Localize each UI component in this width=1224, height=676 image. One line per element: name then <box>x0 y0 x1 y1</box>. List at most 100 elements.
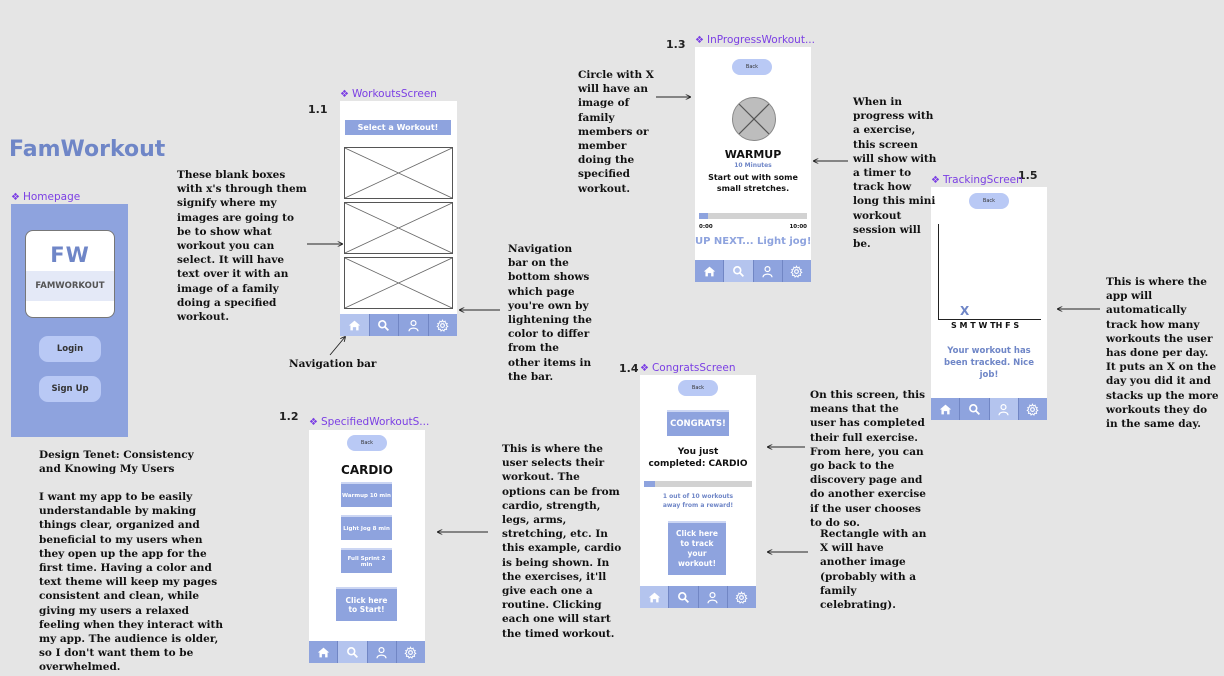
login-button[interactable]: Login <box>39 336 101 362</box>
nav-home[interactable] <box>931 398 961 420</box>
note-congrats: On this screen, this means that the user… <box>810 389 926 529</box>
congrats-banner: CONGRATS! <box>667 410 729 436</box>
reward-text: 1 out of 10 workouts away from a reward! <box>662 493 734 509</box>
tracked-message: Your workout has been tracked. Nice job! <box>944 346 1034 380</box>
workout-image-placeholder-1[interactable] <box>344 147 453 199</box>
frame-label-workouts: ❖WorkoutsScreen <box>340 88 437 100</box>
nav-bar <box>640 586 756 608</box>
timer-progress-bar <box>699 213 807 219</box>
design-tenet-body: I want my app to be easily understandabl… <box>39 491 223 674</box>
workout-instruction: Start out with some small stretches. <box>708 173 798 193</box>
frame-number-workouts: 1.1 <box>308 103 328 116</box>
gear-icon <box>436 319 449 332</box>
nav-settings[interactable] <box>429 314 458 336</box>
gear-icon <box>404 646 417 659</box>
note-tracking: This is where the app will automatically… <box>1106 276 1219 431</box>
placeholder-x-icon <box>738 103 770 135</box>
tracking-screen-frame: Back X S M T W TH F S Your workout has b… <box>931 187 1047 420</box>
search-icon <box>677 591 690 604</box>
nav-home[interactable] <box>695 260 725 282</box>
home-icon <box>348 319 361 332</box>
note-blank-boxes: These blank boxes with x's through them … <box>177 169 307 324</box>
nav-settings[interactable] <box>397 641 425 663</box>
nav-bar <box>931 398 1047 420</box>
arrow-navigation-bar <box>329 337 345 356</box>
frame-label-inprogress: ❖InProgressWorkout... <box>695 34 815 46</box>
placeholder-x-icon <box>345 148 452 198</box>
exercise-item-2[interactable]: Light Jog 8 min <box>341 515 392 540</box>
workouts-header: Select a Workout! <box>345 120 451 135</box>
timer-progress-fill <box>699 213 708 219</box>
back-button[interactable]: Back <box>678 380 718 396</box>
frame-number-congrats: 1.4 <box>619 362 639 375</box>
home-icon <box>648 591 661 604</box>
home-icon <box>317 646 330 659</box>
track-workout-button[interactable]: Click here to track your workout! <box>668 521 726 575</box>
search-icon <box>346 646 359 659</box>
nav-settings[interactable] <box>783 260 811 282</box>
search-icon <box>968 403 981 416</box>
frame-label-congrats: ❖CongratsScreen <box>640 362 736 374</box>
user-icon <box>997 403 1010 416</box>
user-icon <box>407 319 420 332</box>
start-button[interactable]: Click here to Start! <box>336 587 397 621</box>
home-icon <box>939 403 952 416</box>
search-icon <box>732 265 745 278</box>
nav-profile[interactable] <box>754 260 783 282</box>
nav-search[interactable] <box>960 398 990 420</box>
user-icon <box>761 265 774 278</box>
frame-label-specified: ❖SpecifiedWorkoutS... <box>309 416 430 428</box>
search-icon <box>377 319 390 332</box>
nav-home[interactable] <box>640 586 670 608</box>
nav-home[interactable] <box>309 641 339 663</box>
app-title: FamWorkout <box>9 137 166 162</box>
reward-progress-fill <box>644 481 655 487</box>
completed-text: You just completed: CARDIO <box>648 447 748 469</box>
nav-profile[interactable] <box>989 398 1019 420</box>
gear-icon <box>790 265 803 278</box>
component-icon: ❖ <box>340 89 349 100</box>
nav-bar <box>695 260 811 282</box>
frame-label-homepage: ❖Homepage <box>11 191 81 203</box>
note-nav-bottom: Navigation bar on the bottom shows which… <box>508 243 592 383</box>
signup-button[interactable]: Sign Up <box>39 376 101 402</box>
user-icon <box>706 591 719 604</box>
workout-image-placeholder-3[interactable] <box>344 257 453 309</box>
back-button[interactable]: Back <box>969 193 1009 209</box>
nav-profile[interactable] <box>699 586 728 608</box>
workout-title: WARMUP <box>724 148 782 161</box>
chart-y-axis <box>938 224 939 319</box>
nav-search[interactable] <box>370 314 399 336</box>
back-button[interactable]: Back <box>347 435 387 451</box>
nav-settings[interactable] <box>1019 398 1047 420</box>
nav-search[interactable] <box>669 586 699 608</box>
user-icon <box>375 646 388 659</box>
workout-image-placeholder-2[interactable] <box>344 202 453 254</box>
note-in-progress: When in progress with a exercise, this s… <box>853 96 937 251</box>
nav-home[interactable] <box>340 314 370 336</box>
logo-name: FAMWORKOUT <box>35 281 105 291</box>
frame-label-tracking: ❖TrackingScreen <box>931 174 1023 186</box>
note-circle: Circle with X will have an image of fami… <box>578 69 654 195</box>
logo-letters: FW <box>50 243 90 267</box>
workout-mark: X <box>960 304 970 318</box>
component-icon: ❖ <box>695 35 704 46</box>
placeholder-x-icon <box>345 258 452 308</box>
nav-profile[interactable] <box>368 641 397 663</box>
nav-search[interactable] <box>724 260 754 282</box>
gear-icon <box>1026 403 1039 416</box>
note-selects: This is where the user selects their wor… <box>502 443 622 640</box>
component-icon: ❖ <box>11 192 20 203</box>
gear-icon <box>735 591 748 604</box>
component-icon: ❖ <box>640 363 649 374</box>
frame-number-inprogress: 1.3 <box>666 38 686 51</box>
nav-settings[interactable] <box>728 586 756 608</box>
nav-profile[interactable] <box>399 314 429 336</box>
frame-number-tracking: 1.5 <box>1018 169 1038 182</box>
homepage-frame: FW FAMWORKOUT Login Sign Up <box>11 204 128 437</box>
up-next-label: UP NEXT... Light jog! <box>695 236 812 247</box>
exercise-item-3[interactable]: Full Sprint 2 min <box>341 548 392 573</box>
exercise-item-1[interactable]: Warmup 10 min <box>341 482 392 507</box>
nav-search[interactable] <box>338 641 368 663</box>
back-button[interactable]: Back <box>732 59 772 75</box>
